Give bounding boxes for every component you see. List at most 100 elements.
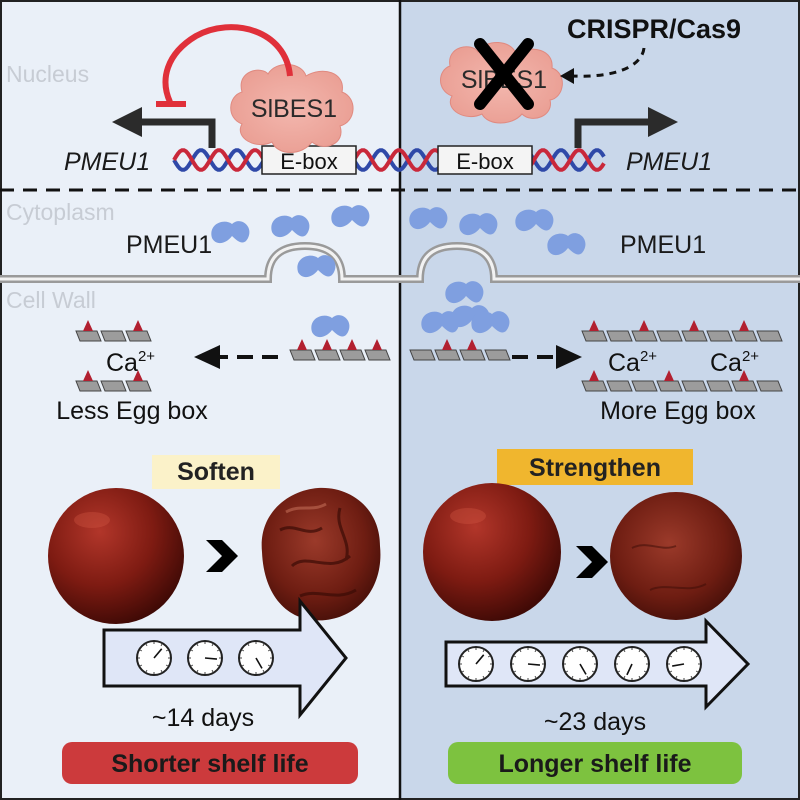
pectin-chain [409,339,511,361]
pmeu1-protein [459,213,498,236]
pectin-unit [681,330,708,342]
methyl-ester-mark [372,339,382,350]
left-shriveled-tomato [261,487,381,621]
pectin-unit [125,380,152,392]
longer-shelf-life-badge: Longer shelf life [448,742,742,784]
pectin-unit [731,380,758,392]
soften-badge: Soften [152,455,280,489]
pectin-unit [409,349,436,361]
pectin-unit [656,380,683,392]
methyl-ester-mark [589,370,599,381]
cell-wall-label: Cell Wall [6,287,96,313]
cytoplasm-label: Cytoplasm [6,199,115,225]
pectin-unit [434,349,461,361]
right-transcription-arrow [574,107,678,148]
strengthen-badge: Strengthen [497,449,693,485]
right-arrow-chevron [576,546,608,578]
clock-icon [238,640,274,676]
left-protein-label: PMEU1 [126,231,212,259]
pectin-chain [75,320,152,342]
pectin-unit [731,330,758,342]
right-gene-label: PMEU1 [626,148,712,176]
pectin-chain [581,320,783,342]
methyl-ester-mark [467,339,477,350]
pmeu1-protein [211,221,250,244]
right-pectin-arrow [512,345,582,369]
pmeu1-protein [297,255,336,278]
methyl-ester-mark [83,370,93,381]
crispr-label: CRISPR/Cas9 [567,14,741,44]
pmeu1-protein [471,311,510,334]
pectin-unit [581,330,608,342]
knockout-x-icon [474,38,534,110]
pmeu1-protein [271,215,310,238]
clock-icon [614,646,650,682]
pectin-chains [75,320,783,392]
ebox-left-label: E-box [280,149,337,174]
pectin-unit [484,349,511,361]
pectin-chain [581,370,783,392]
pectin-unit [75,330,102,342]
right-calcium-1: Ca2+ [608,348,657,377]
left-transcription-arrow [112,107,216,148]
ebox-right: E-box [437,145,533,175]
right-fresh-tomato [423,483,561,621]
methyl-ester-mark [664,370,674,381]
pectin-unit [706,330,733,342]
longer-shelf-life-label: Longer shelf life [498,750,691,778]
sibes1-knockout: SlBES1 [440,38,563,124]
pectin-unit [100,380,127,392]
pectin-unit [756,330,783,342]
pectin-unit [706,380,733,392]
crispr-arrow [560,47,646,84]
left-pectin-arrow [194,345,278,369]
pmeu1-protein [445,281,484,304]
methyl-ester-mark [442,339,452,350]
right-calcium-label-1: Ca2+ [608,348,657,377]
pectin-unit [75,380,102,392]
methyl-ester-mark [589,320,599,331]
clock-icon [458,646,494,682]
methyl-ester-mark [83,320,93,331]
left-calcium-label: Ca2+ [106,348,155,377]
sibes1-repressor: SlBES1 [230,64,354,153]
methyl-ester-mark [133,370,143,381]
right-days-label: ~23 days [544,708,646,736]
pectin-chain [75,370,152,392]
shorter-shelf-life-badge: Shorter shelf life [62,742,358,784]
pmeu1-protein [515,209,554,232]
pmeu1-protein [311,315,350,338]
clock-icon [136,640,172,676]
methyl-ester-mark [347,339,357,350]
pectin-unit [656,330,683,342]
left-arrow-chevron [206,540,238,572]
nucleus-label: Nucleus [6,61,89,87]
sibes1-label: SlBES1 [251,95,337,123]
left-time-arrow [102,596,348,720]
methyl-ester-mark [739,370,749,381]
ebox-right-label: E-box [456,149,513,174]
clock-icon [510,646,546,682]
pectin-unit [314,349,341,361]
pmeu1-proteins [211,205,586,338]
left-eggbox-label: Less Egg box [56,397,208,425]
pectin-unit [606,380,633,392]
pectin-unit [289,349,316,361]
left-clocks [136,640,274,676]
pectin-unit [631,330,658,342]
pectin-chain [289,339,391,361]
pectin-unit [339,349,366,361]
pectin-unit [100,330,127,342]
methyl-ester-mark [133,320,143,331]
methyl-ester-mark [297,339,307,350]
pectin-unit [681,380,708,392]
ebox-left: E-box [261,145,357,175]
pectin-unit [364,349,391,361]
right-calcium-label-2: Ca2+ [710,348,759,377]
right-calcium-2: Ca2+ [710,348,759,377]
pmeu1-protein [331,205,370,228]
methyl-ester-mark [689,320,699,331]
pectin-unit [459,349,486,361]
right-clocks [458,646,702,682]
